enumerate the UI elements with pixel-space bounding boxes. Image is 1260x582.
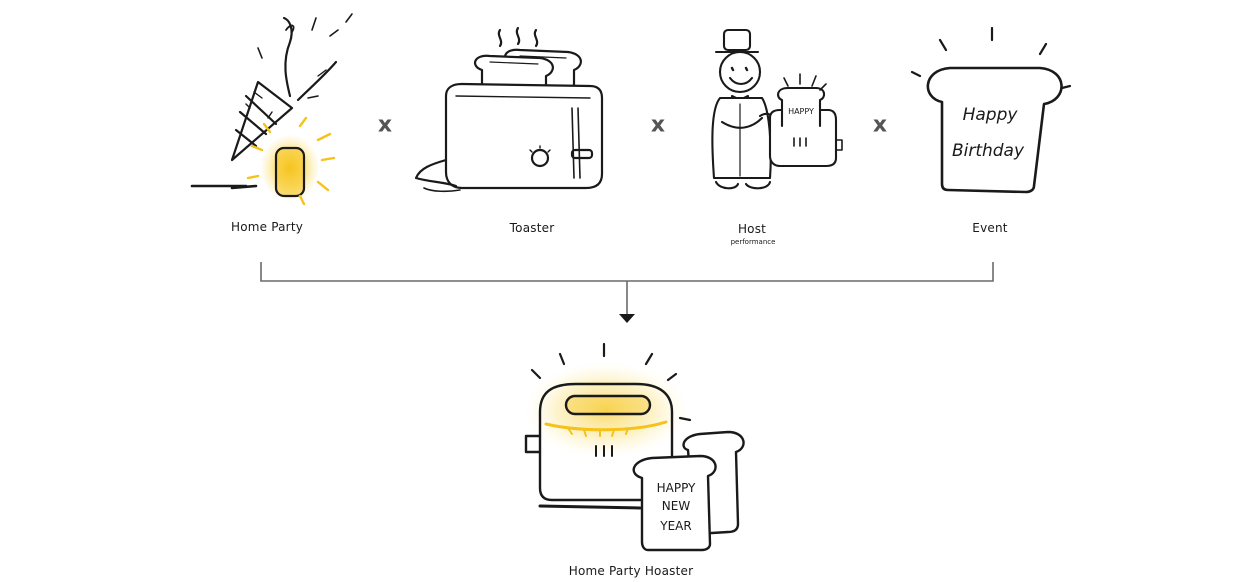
times-symbol-3: x	[872, 112, 888, 138]
event-bread-line-2: Birthday	[952, 141, 1025, 161]
host-label: Host	[737, 222, 767, 236]
party-popper-icon	[190, 13, 353, 206]
toaster-icon	[414, 26, 604, 193]
down-arrow-icon	[619, 314, 635, 323]
result-label: Home Party Hoaster	[568, 564, 694, 578]
event-bread-line-1: Happy	[963, 105, 1019, 125]
hoaster-bread-line-2: NEW	[662, 499, 691, 513]
host-icon	[711, 28, 843, 190]
times-symbol-2: x	[650, 112, 666, 138]
hoaster-bread-line-1: HAPPY	[657, 481, 696, 495]
event-label: Event	[972, 221, 1008, 235]
toaster-label: Toaster	[509, 221, 555, 235]
home-party-label: Home Party	[230, 220, 304, 234]
connector	[260, 262, 994, 314]
hoaster-bread-line-3: YEAR	[659, 519, 691, 533]
host-bread-text: HAPPY	[788, 107, 814, 116]
times-symbol-1: x	[377, 112, 393, 138]
birthday-bread-icon	[910, 26, 1072, 194]
host-sublabel: performance	[730, 238, 776, 246]
hoaster-icon	[524, 342, 745, 552]
